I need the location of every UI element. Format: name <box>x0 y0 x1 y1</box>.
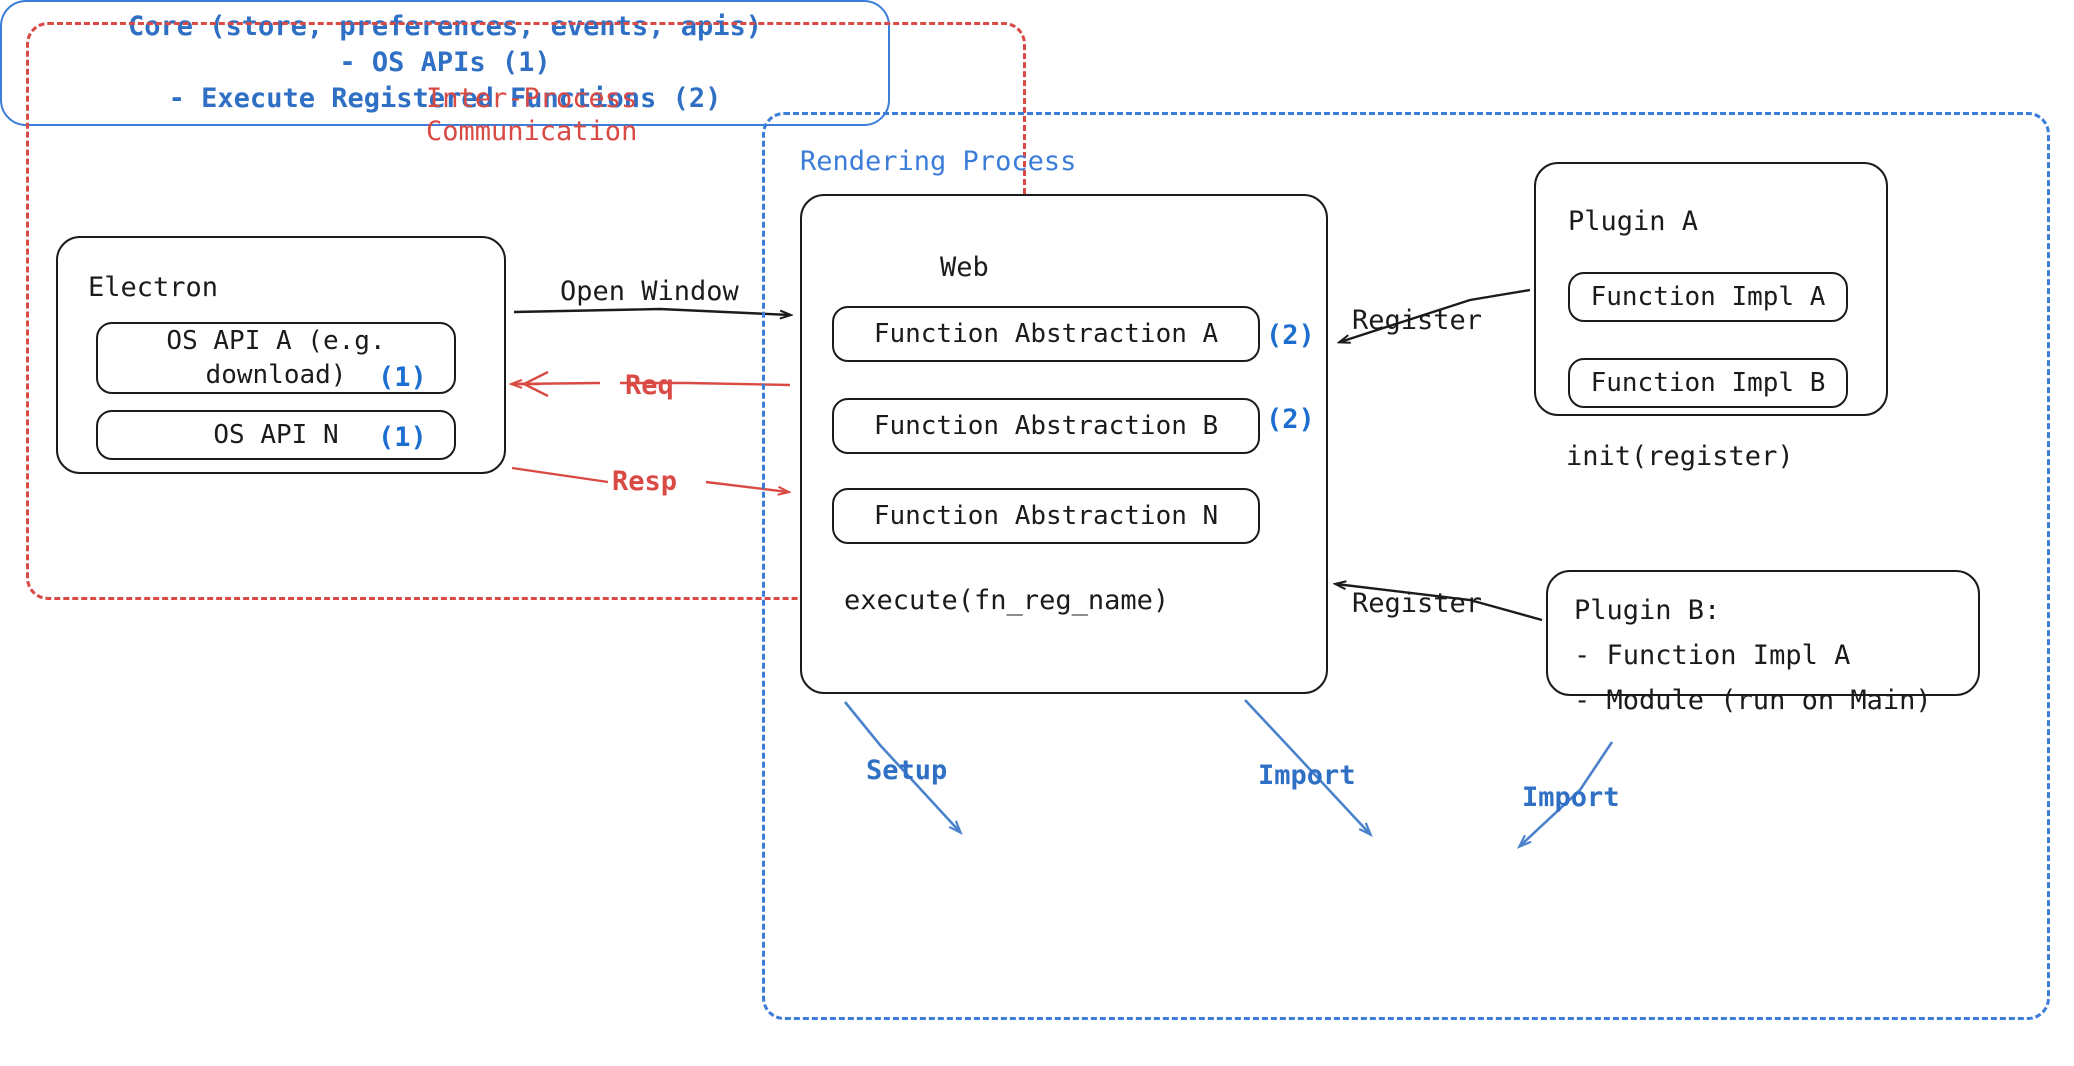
function-abstraction-a-marker: (2) <box>1266 320 1315 351</box>
plugin-b-box <box>1546 570 1980 696</box>
edge-label-req: Req <box>625 370 674 401</box>
edge-label-setup: Setup <box>866 755 948 786</box>
plugin-b-text: Plugin B: - Function Impl A - Module (ru… <box>1574 595 1932 716</box>
function-impl-b-box[interactable]: Function Impl B <box>1568 358 1848 408</box>
os-api-n-label: OS API N <box>213 420 339 450</box>
function-abstraction-b-label: Function Abstraction B <box>873 411 1219 441</box>
core-text: Core (store, preferences, events, apis) … <box>128 11 762 114</box>
function-abstraction-b-box[interactable]: Function Abstraction B <box>832 398 1260 454</box>
region-ipc-label: Inter-Process Communication <box>426 83 638 147</box>
function-abstraction-a-box[interactable]: Function Abstraction A <box>832 306 1260 362</box>
plugin-a-init-signature: init(register) <box>1566 441 1794 472</box>
function-impl-b-label: Function Impl B <box>1590 368 1826 398</box>
os-api-n-box[interactable]: OS API N <box>96 410 456 460</box>
function-abstraction-a-label: Function Abstraction A <box>873 319 1219 349</box>
os-api-a-label: OS API A (e.g. download) <box>166 326 386 390</box>
edge-label-open-window: Open Window <box>560 276 739 307</box>
edge-label-register-plugin-b: Register <box>1352 588 1483 619</box>
function-impl-a-box[interactable]: Function Impl A <box>1568 272 1848 322</box>
plugin-a-title: Plugin A <box>1568 206 1699 237</box>
edge-label-register-plugin-a: Register <box>1352 305 1483 336</box>
function-abstraction-b-marker: (2) <box>1266 404 1315 435</box>
web-execute-signature: execute(fn_reg_name) <box>844 585 1170 616</box>
function-abstraction-n-label: Function Abstraction N <box>873 501 1219 531</box>
function-abstraction-n-box[interactable]: Function Abstraction N <box>832 488 1260 544</box>
function-impl-a-label: Function Impl A <box>1590 282 1826 312</box>
region-rendering-process <box>762 112 2050 1020</box>
edge-label-import-plugin: Import <box>1522 782 1620 813</box>
electron-title: Electron <box>88 272 219 303</box>
core-box: Core (store, preferences, events, apis) … <box>0 0 890 126</box>
edge-label-resp: Resp <box>612 466 678 497</box>
web-title: Web <box>940 252 989 283</box>
os-api-n-marker: (1) <box>378 422 427 453</box>
edge-label-import-web: Import <box>1258 760 1356 791</box>
region-rendering-process-label: Rendering Process <box>800 146 1077 177</box>
os-api-a-box[interactable]: OS API A (e.g. download) <box>96 322 456 394</box>
os-api-a-marker: (1) <box>378 362 427 393</box>
